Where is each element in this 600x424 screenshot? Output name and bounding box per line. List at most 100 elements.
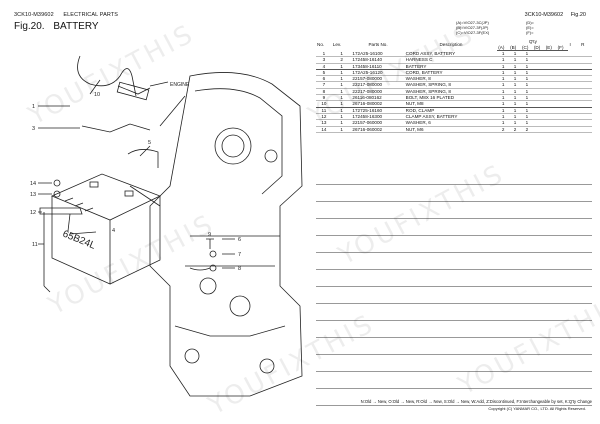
row-qty-b: 1 bbox=[509, 81, 521, 89]
callout-12: 12 bbox=[30, 210, 36, 216]
row-qty-d bbox=[532, 88, 545, 96]
row-qty-e bbox=[544, 107, 557, 114]
row-no: 9 bbox=[316, 94, 332, 102]
copyright: Copyright (C) YANMAR CO., LTD. All Right… bbox=[488, 406, 586, 411]
row-qty-d bbox=[532, 56, 545, 64]
change-legend: N:Old → New, O:Old → New, R:Old → New, S… bbox=[360, 399, 592, 404]
row-qty-c: 1 bbox=[521, 50, 533, 58]
row-qty-a: 1 bbox=[497, 94, 510, 102]
header-right: 3CK10-M39602 Fig.20 bbox=[519, 12, 586, 18]
row-lev: 2 bbox=[331, 56, 352, 64]
row-qty-c: 1 bbox=[521, 113, 533, 121]
row-qty-f bbox=[556, 63, 569, 70]
row-description: WASHER, SPRING, 8 bbox=[404, 81, 498, 89]
row-i bbox=[568, 88, 581, 96]
row-i bbox=[568, 75, 581, 83]
blank-row bbox=[316, 372, 592, 389]
col-parts-no: Parts No. bbox=[368, 41, 388, 47]
legend-e: (E)= bbox=[526, 25, 534, 30]
row-description: BOLT, M8X 16 PLATED bbox=[404, 94, 498, 102]
row-parts-no: 172A25-16100 bbox=[351, 50, 405, 58]
callout-6: 6 bbox=[238, 237, 241, 243]
row-qty-f bbox=[556, 56, 569, 64]
row-lev: 1 bbox=[331, 113, 352, 121]
row-description: HARNESS C bbox=[404, 56, 498, 64]
row-parts-no: 22157-080000 bbox=[351, 75, 405, 83]
blank-row bbox=[316, 219, 592, 236]
row-r bbox=[580, 56, 592, 64]
row-no: 14 bbox=[316, 126, 332, 133]
row-qty-a: 2 bbox=[497, 126, 510, 133]
row-qty-f bbox=[556, 75, 569, 83]
row-i bbox=[568, 119, 581, 127]
row-parts-no: 22157-060000 bbox=[351, 119, 405, 127]
callout-7: 7 bbox=[238, 252, 241, 258]
row-description: CLAMP ASSY, BATTERY bbox=[404, 113, 498, 121]
row-qty-e bbox=[544, 63, 557, 70]
row-qty-d bbox=[532, 75, 545, 83]
row-no: 12 bbox=[316, 113, 332, 121]
row-qty-d bbox=[532, 63, 545, 70]
row-qty-d bbox=[532, 69, 545, 77]
row-qty-a: 1 bbox=[497, 69, 510, 77]
callout-4: 4 bbox=[112, 228, 115, 234]
row-lev: 1 bbox=[331, 69, 352, 77]
row-qty-c: 1 bbox=[521, 119, 533, 127]
row-lev: 1 bbox=[331, 81, 352, 89]
row-qty-b: 1 bbox=[509, 50, 521, 58]
callout-11: 11 bbox=[32, 242, 38, 248]
row-qty-a: 1 bbox=[497, 75, 510, 83]
blank-row bbox=[316, 270, 592, 287]
row-qty-f bbox=[556, 113, 569, 121]
row-parts-no: 172A25-16120 bbox=[351, 69, 405, 77]
row-qty-a: 1 bbox=[497, 88, 510, 96]
row-qty-a: 1 bbox=[497, 119, 510, 127]
row-qty-e bbox=[544, 113, 557, 121]
row-r bbox=[580, 100, 592, 108]
row-qty-b: 2 bbox=[509, 126, 521, 133]
row-qty-c: 1 bbox=[521, 56, 533, 64]
callout-5: 5 bbox=[148, 140, 151, 146]
qty-col-1: (B) bbox=[509, 44, 521, 51]
row-qty-a: 1 bbox=[497, 113, 510, 121]
figure-title: Fig.20. BATTERY bbox=[14, 21, 105, 32]
row-qty-e bbox=[544, 126, 557, 133]
row-qty-e bbox=[544, 119, 557, 127]
row-no: 10 bbox=[316, 100, 332, 108]
row-r bbox=[580, 63, 592, 70]
row-r bbox=[580, 113, 592, 121]
row-qty-d bbox=[532, 126, 545, 133]
blank-row bbox=[316, 321, 592, 338]
row-parts-no: 172725-16160 bbox=[351, 107, 405, 114]
row-no: 13 bbox=[316, 119, 332, 127]
row-qty-c: 1 bbox=[521, 75, 533, 83]
row-qty-b: 1 bbox=[509, 113, 521, 121]
callout-13: 13 bbox=[30, 192, 36, 198]
blank-row bbox=[316, 304, 592, 321]
row-qty-e bbox=[544, 75, 557, 83]
row-lev: 1 bbox=[331, 100, 352, 108]
blank-row bbox=[316, 253, 592, 270]
row-description: BATTERY bbox=[404, 63, 498, 70]
row-qty-e bbox=[544, 69, 557, 77]
row-qty-b: 1 bbox=[509, 69, 521, 77]
row-no: 8 bbox=[316, 88, 332, 96]
row-i bbox=[568, 113, 581, 121]
row-qty-b: 1 bbox=[509, 63, 521, 70]
qty-col-5: (F) bbox=[556, 44, 569, 51]
row-description: WASHER, SPRING, 8 bbox=[404, 88, 498, 96]
row-i bbox=[568, 63, 581, 70]
row-qty-b: 1 bbox=[509, 88, 521, 96]
row-qty-a: 1 bbox=[497, 100, 510, 108]
parts-table: No. Lev. Parts No. Description Q'ty I R … bbox=[316, 38, 592, 133]
row-description: ROD, CLAMP bbox=[404, 107, 498, 114]
row-qty-a: 1 bbox=[497, 107, 510, 114]
